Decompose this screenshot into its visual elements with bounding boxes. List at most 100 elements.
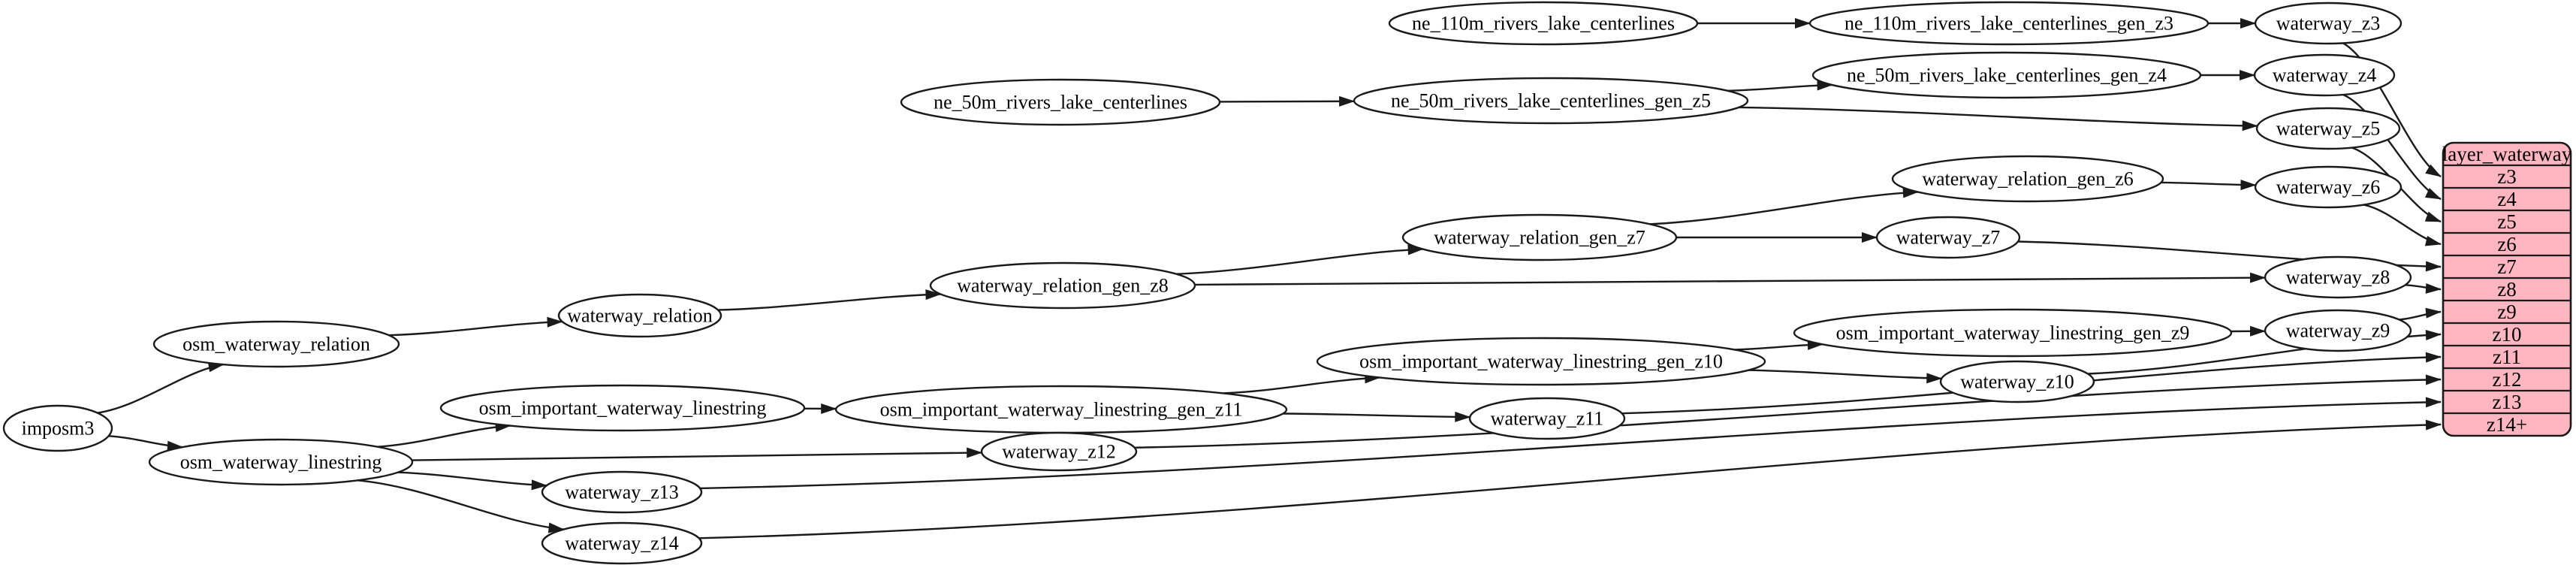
- edge-waterway_z14-layer_waterway-z14+: [698, 419, 2442, 539]
- node-osm_waterway_relation: osm_waterway_relation: [152, 320, 400, 368]
- edge-waterway_relation_gen_z6-waterway_z6: [2161, 180, 2257, 191]
- node-waterway_z8: waterway_z8: [2264, 255, 2412, 299]
- node-osm_important_waterway_linestring_gen_z9-shape: [1793, 308, 2233, 358]
- table-row-z7-label: z7: [2497, 255, 2516, 278]
- table-row-z11-label: z11: [2493, 346, 2521, 368]
- node-imposm3: imposm3: [2, 404, 113, 452]
- node-waterway_relation_gen_z7: waterway_relation_gen_z7: [1401, 213, 1678, 261]
- node-waterway_z6: waterway_z6: [2254, 165, 2403, 209]
- edge-waterway_z12-layer_waterway-z12: [1134, 374, 2442, 449]
- edge-osm_waterway_linestring-waterway_z14: [357, 479, 565, 533]
- node-waterway_z4: waterway_z4: [2253, 53, 2396, 97]
- node-ne_110m_rivers_lake_centerlines-shape: [1388, 1, 1699, 46]
- node-waterway_z5-shape: [2255, 107, 2401, 150]
- node-waterway_z5: waterway_z5: [2255, 107, 2401, 150]
- node-waterway_z8-shape: [2264, 255, 2412, 299]
- node-waterway_z3-label: waterway_z3: [2276, 13, 2381, 35]
- node-ne_110m_rivers_lake_centerlines_gen_z3-shape: [1808, 1, 2210, 46]
- node-waterway_z10: waterway_z10: [1939, 360, 2095, 403]
- edge-osm_waterway_linestring-waterway_z12: [412, 447, 983, 461]
- node-osm_important_waterway_linestring-label: osm_important_waterway_linestring: [479, 397, 767, 419]
- node-osm_important_waterway_linestring_gen_z10-label: osm_important_waterway_linestring_gen_z1…: [1359, 351, 1723, 373]
- node-ne_50m_rivers_lake_centerlines: ne_50m_rivers_lake_centerlines: [900, 78, 1221, 126]
- node-waterway_z7-shape: [1875, 216, 2021, 259]
- edge-osm_important_waterway_linestring_gen_z10-waterway_z10: [1748, 369, 1943, 384]
- node-osm_important_waterway_linestring: osm_important_waterway_linestring: [439, 384, 806, 432]
- edge-osm_important_waterway_linestring_gen_z11-waterway_z11: [1283, 411, 1471, 422]
- node-waterway_z7: waterway_z7: [1875, 216, 2021, 259]
- node-waterway_z9-shape: [2264, 309, 2412, 352]
- edge-waterway_z4-layer_waterway-z4: [2342, 93, 2442, 201]
- node-ne_50m_rivers_lake_centerlines_gen_z4: ne_50m_rivers_lake_centerlines_gen_z4: [1811, 51, 2202, 99]
- table-layer_waterway: layer_waterwayz3z4z5z6z7z8z9z10z11z12z13…: [2442, 141, 2572, 437]
- node-ne_50m_rivers_lake_centerlines_gen_z4-label: ne_50m_rivers_lake_centerlines_gen_z4: [1847, 65, 2167, 86]
- node-ne_110m_rivers_lake_centerlines_gen_z3-label: ne_110m_rivers_lake_centerlines_gen_z3: [1845, 13, 2173, 35]
- table-row-z3-label: z3: [2497, 165, 2516, 188]
- node-imposm3-shape: [2, 404, 113, 452]
- node-waterway_z6-label: waterway_z6: [2276, 177, 2381, 198]
- edge-ne_50m_rivers_lake_centerlines_gen_z5-ne_50m_rivers_lake_centerlines_gen_z4: [1727, 80, 1833, 92]
- node-osm_waterway_linestring-shape: [148, 438, 414, 486]
- node-waterway_z9-label: waterway_z9: [2286, 320, 2390, 342]
- node-waterway_z11: waterway_z11: [1468, 397, 1626, 440]
- node-ne_110m_rivers_lake_centerlines: ne_110m_rivers_lake_centerlines: [1388, 1, 1699, 46]
- node-waterway_z14-shape: [541, 521, 703, 565]
- table-row-z5-label: z5: [2497, 210, 2516, 233]
- table-row-z14+-label: z14+: [2487, 413, 2527, 436]
- node-osm_important_waterway_linestring_gen_z10-shape: [1316, 337, 1766, 386]
- node-osm_important_waterway_linestring_gen_z11-label: osm_important_waterway_linestring_gen_z1…: [880, 399, 1243, 421]
- node-waterway_relation-shape: [557, 293, 722, 338]
- edge-waterway_z3-layer_waterway-z3: [2342, 42, 2442, 178]
- node-waterway_relation_gen_z8-shape: [929, 261, 1196, 310]
- node-waterway_relation: waterway_relation: [557, 293, 722, 338]
- node-waterway_relation_gen_z7-label: waterway_relation_gen_z7: [1434, 227, 1645, 249]
- edge-waterway_z8-layer_waterway-z8: [2405, 282, 2442, 294]
- node-waterway_z9: waterway_z9: [2264, 309, 2412, 352]
- node-waterway_z14: waterway_z14: [541, 521, 703, 565]
- edge-osm_important_waterway_linestring_gen_z10-osm_important_waterway_linestring_gen_z9: [1734, 339, 1823, 351]
- node-waterway_z7-label: waterway_z7: [1896, 227, 2001, 249]
- edge-ne_50m_rivers_lake_centerlines_gen_z5-waterway_z5: [1739, 106, 2258, 131]
- node-waterway_relation_gen_z6-shape: [1891, 155, 2164, 203]
- node-imposm3-label: imposm3: [22, 418, 95, 440]
- edge-waterway_relation_gen_z8-waterway_relation_gen_z7: [1176, 244, 1424, 275]
- edge-imposm3-osm_waterway_linestring: [108, 435, 183, 452]
- table-row-z9-label: z9: [2497, 301, 2516, 323]
- edge-osm_waterway_linestring-osm_important_waterway_linestring: [377, 421, 511, 448]
- node-waterway_relation_gen_z6-label: waterway_relation_gen_z6: [1922, 168, 2134, 190]
- node-waterway_z12-label: waterway_z12: [1002, 441, 1116, 463]
- node-osm_important_waterway_linestring_gen_z9: osm_important_waterway_linestring_gen_z9: [1793, 308, 2233, 358]
- node-waterway_z10-shape: [1939, 360, 2095, 403]
- node-waterway_z3: waterway_z3: [2254, 2, 2403, 45]
- edge-waterway_z9-layer_waterway-z9: [2399, 307, 2442, 321]
- table-layer_waterway-box: [2442, 141, 2572, 437]
- edge-waterway_relation-waterway_relation_gen_z8: [718, 289, 942, 311]
- node-ne_50m_rivers_lake_centerlines_gen_z5: ne_50m_rivers_lake_centerlines_gen_z5: [1353, 77, 1749, 125]
- node-osm_important_waterway_linestring_gen_z10: osm_important_waterway_linestring_gen_z1…: [1316, 337, 1766, 386]
- table-row-z4-label: z4: [2497, 188, 2517, 210]
- node-waterway_relation_gen_z8: waterway_relation_gen_z8: [929, 261, 1196, 310]
- edges-layer: [97, 18, 2442, 539]
- node-waterway_z6-shape: [2254, 165, 2403, 209]
- node-osm_waterway_relation-label: osm_waterway_relation: [182, 334, 370, 355]
- edge-waterway_relation_gen_z8-waterway_z8: [1194, 272, 2266, 286]
- node-waterway_z12: waterway_z12: [980, 431, 1138, 472]
- node-waterway_z3-shape: [2254, 2, 2403, 45]
- node-osm_waterway_relation-shape: [152, 320, 400, 368]
- table-layer_waterway-title: layer_waterway: [2442, 143, 2572, 165]
- edge-imposm3-osm_waterway_relation: [97, 361, 225, 414]
- node-waterway_z4-label: waterway_z4: [2273, 65, 2377, 86]
- node-waterway_relation_gen_z8-label: waterway_relation_gen_z8: [957, 275, 1169, 297]
- node-osm_waterway_linestring: osm_waterway_linestring: [148, 438, 414, 486]
- node-waterway_z13: waterway_z13: [541, 470, 703, 514]
- edge-waterway_z6-layer_waterway-z6: [2363, 204, 2442, 246]
- node-waterway_z10-label: waterway_z10: [1960, 371, 2074, 393]
- node-waterway_relation_gen_z6: waterway_relation_gen_z6: [1891, 155, 2164, 203]
- table-row-z10-label: z10: [2493, 323, 2522, 346]
- node-waterway_z4-shape: [2253, 53, 2396, 97]
- node-ne_110m_rivers_lake_centerlines-label: ne_110m_rivers_lake_centerlines: [1412, 13, 1675, 35]
- node-osm_important_waterway_linestring_gen_z11: osm_important_waterway_linestring_gen_z1…: [834, 385, 1288, 434]
- table-row-z13-label: z13: [2493, 391, 2522, 413]
